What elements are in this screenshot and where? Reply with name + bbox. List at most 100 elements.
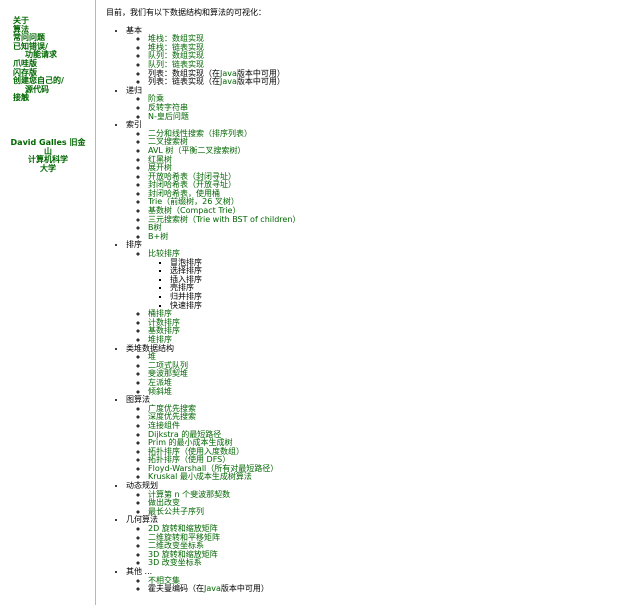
- algorithm-link[interactable]: 斐波那契堆: [148, 369, 188, 379]
- subcategory-list-item: 快速排序: [170, 300, 626, 311]
- algorithm-link[interactable]: 3D 改变坐标系: [148, 558, 202, 568]
- algorithm-link[interactable]: 深度优先搜索: [148, 412, 196, 422]
- category-item: 几何算法2D 旋转和缩放矩阵二维旋转和平移矩阵二维改变坐标系3D 旋转和缩放矩阵…: [126, 516, 626, 568]
- algorithm-list-item: 封闭哈希表（开放寻址）: [148, 180, 626, 190]
- nav-about[interactable]: 关于: [13, 16, 29, 25]
- algorithm-list-item: 堆栈：数组实现: [148, 34, 626, 44]
- algorithm-link[interactable]: 封闭哈希表（开放寻址）: [148, 180, 236, 190]
- algorithm-link[interactable]: 开放哈希表（封闭寻址）: [148, 171, 236, 181]
- sidebar: 关于 算法 常问问题 已知错误/功能请求 爪哇版 闪存版 创建您自己的/源代码 …: [0, 0, 96, 605]
- algorithm-list: 2D 旋转和缩放矩阵二维旋转和平移矩阵二维改变坐标系3D 旋转和缩放矩阵3D 改…: [126, 524, 626, 568]
- java-version-link[interactable]: Java: [220, 68, 237, 78]
- algorithm-list-item: 堆栈：链表实现: [148, 42, 626, 53]
- category-label: 排序: [126, 240, 142, 250]
- sort-label: 选择排序: [170, 266, 202, 276]
- algorithm-link[interactable]: Trie（前缀树，26 叉树）: [148, 197, 239, 207]
- algorithm-link[interactable]: 二维改变坐标系: [148, 541, 204, 551]
- algorithm-link[interactable]: 计数排序: [148, 317, 180, 327]
- nav-flash-version[interactable]: 闪存版: [13, 67, 37, 77]
- category-item: 图算法广度优先搜索深度优先搜索连接组件Dijkstra 的最短路径Prim 的最…: [126, 395, 626, 482]
- algorithm-link[interactable]: Prim 的最小成本生成树: [148, 438, 233, 448]
- algorithm-link[interactable]: 拓扑排序（使用入度数组）: [148, 446, 244, 456]
- algorithm-link[interactable]: Dijkstra 的最短路径: [148, 429, 222, 439]
- nav-create-your-own[interactable]: 创建您自己的/源代码: [13, 76, 93, 94]
- category-list: 基本堆栈：数组实现堆栈：链表实现队列：数组实现队列：链表实现列表：数组实现（在J…: [106, 26, 626, 594]
- algorithm-link[interactable]: 堆栈：数组实现: [148, 34, 204, 44]
- algorithm-link[interactable]: 基数排序: [148, 326, 180, 336]
- algorithm-link[interactable]: 队列：链表实现: [148, 59, 204, 69]
- algorithm-link[interactable]: 桶排序: [148, 309, 172, 319]
- algorithm-link[interactable]: 三元搜索树（Trie with BST of children）: [148, 214, 301, 224]
- credit-line: 山: [44, 146, 52, 156]
- algorithm-link[interactable]: 倾斜堆: [148, 386, 172, 396]
- algorithm-link[interactable]: 左派堆: [148, 377, 172, 387]
- algorithm-list-item: 3D 改变坐标系: [148, 559, 626, 568]
- algorithm-label-suffix: 版本中可用）: [236, 68, 285, 78]
- algorithm-link[interactable]: 计算第 n 个斐波那契数: [148, 489, 231, 499]
- algorithm-link[interactable]: 最长公共子序列: [148, 506, 204, 516]
- java-version-link[interactable]: Java: [204, 584, 221, 594]
- category-label: 动态规划: [126, 481, 158, 491]
- nav-faq[interactable]: 常问问题: [13, 33, 45, 43]
- algorithm-label: 列表：数组实现（在: [148, 68, 220, 78]
- algorithm-list-item: 斐波那契堆: [148, 370, 626, 379]
- algorithm-list-item: 做出改变: [148, 498, 626, 508]
- algorithm-link[interactable]: 队列：数组实现: [148, 51, 204, 61]
- nav-create-line2: 源代码: [25, 84, 49, 94]
- algorithm-list-item: 二分和线性搜索（排序列表）: [148, 128, 626, 139]
- algorithm-link[interactable]: Floyd-Warshall（所有对最短路径）: [148, 463, 279, 473]
- algorithm-link[interactable]: 二维旋转和平移矩阵: [148, 532, 220, 542]
- algorithm-link[interactable]: 展开树: [148, 163, 172, 173]
- algorithm-list-item: B+树: [148, 231, 626, 242]
- intro-text: 目前，我们有以下数据结构和算法的可视化：: [106, 8, 266, 17]
- sort-label: 快速排序: [170, 300, 202, 310]
- algorithm-link[interactable]: 阶乘: [148, 94, 164, 104]
- algorithm-link[interactable]: 做出改变: [148, 498, 180, 508]
- algorithm-link[interactable]: 二分和线性搜索（排序列表）: [148, 128, 252, 138]
- nav-known-bugs[interactable]: 已知错误/功能请求: [13, 42, 93, 60]
- subcategory-list-item: 冒泡排序: [170, 258, 626, 268]
- algorithm-list: 计算第 n 个斐波那契数做出改变最长公共子序列: [126, 489, 626, 517]
- algorithm-link[interactable]: 堆: [148, 352, 156, 362]
- algorithm-link[interactable]: 二叉搜索树: [148, 137, 188, 147]
- algorithm-link[interactable]: 反转字符串: [148, 102, 188, 112]
- algorithm-link[interactable]: 3D 旋转和缩放矩阵: [148, 549, 218, 559]
- algorithm-link[interactable]: B树: [148, 223, 162, 233]
- algorithm-link[interactable]: 堆排序: [148, 334, 172, 344]
- algorithm-list-item: 左派堆: [148, 377, 626, 388]
- algorithm-link[interactable]: N-皇后问题: [148, 111, 189, 121]
- algorithm-link[interactable]: 2D 旋转和缩放矩阵: [148, 524, 218, 534]
- nav-java-version[interactable]: 爪哇版: [13, 58, 37, 68]
- algorithm-link[interactable]: 广度优先搜索: [148, 403, 196, 413]
- category-item: 动态规划计算第 n 个斐波那契数做出改变最长公共子序列: [126, 481, 626, 517]
- algorithm-list-item: 2D 旋转和缩放矩阵: [148, 524, 626, 534]
- algorithm-link[interactable]: Kruskal 最小成本生成树算法: [148, 472, 252, 482]
- category-item: 递归阶乘反转字符串N-皇后问题: [126, 86, 626, 121]
- nav-contact[interactable]: 接触: [13, 93, 29, 103]
- algorithm-link[interactable]: 基数树（Compact Trie）: [148, 206, 241, 216]
- algorithm-list-item: 计数排序: [148, 317, 626, 328]
- algorithm-link[interactable]: AVL 树（平衡二叉搜索树）: [148, 145, 246, 155]
- algorithm-link[interactable]: 连接组件: [148, 420, 180, 430]
- algorithm-link[interactable]: 不相交集: [148, 575, 180, 585]
- algorithm-list-item: 基数排序: [148, 327, 626, 336]
- subcategory-list-item: 选择排序: [170, 266, 626, 276]
- java-version-link[interactable]: Java: [220, 77, 237, 87]
- category-item: 索引二分和线性搜索（排序列表）二叉搜索树AVL 树（平衡二叉搜索树）红黑树展开树…: [126, 120, 626, 242]
- subcategory-list-item: 归并排序: [170, 292, 626, 302]
- algorithm-list-item: 不相交集: [148, 575, 626, 586]
- algorithm-link[interactable]: 二项式队列: [148, 360, 188, 370]
- algorithm-link[interactable]: 堆栈：链表实现: [148, 42, 204, 52]
- subcategory-link[interactable]: 比较排序: [148, 249, 180, 259]
- algorithm-list-item: 拓扑排序（使用入度数组）: [148, 446, 626, 457]
- algorithm-list-item: Trie（前缀树，26 叉树）: [148, 198, 626, 207]
- algorithm-list-item: 二维改变坐标系: [148, 541, 626, 551]
- algorithm-list-item: 二维旋转和平移矩阵: [148, 532, 626, 543]
- algorithm-list: 阶乘反转字符串N-皇后问题: [126, 95, 626, 121]
- algorithm-link[interactable]: 封闭哈希表，使用桶: [148, 188, 220, 198]
- algorithm-link[interactable]: 红黑树: [148, 154, 172, 164]
- algorithm-link[interactable]: 拓扑排序（使用 DFS）: [148, 455, 231, 465]
- nav-algorithms[interactable]: 算法: [13, 24, 29, 34]
- algorithm-link[interactable]: B+树: [148, 231, 169, 241]
- category-item: 基本堆栈：数组实现堆栈：链表实现队列：数组实现队列：链表实现列表：数组实现（在J…: [126, 26, 626, 87]
